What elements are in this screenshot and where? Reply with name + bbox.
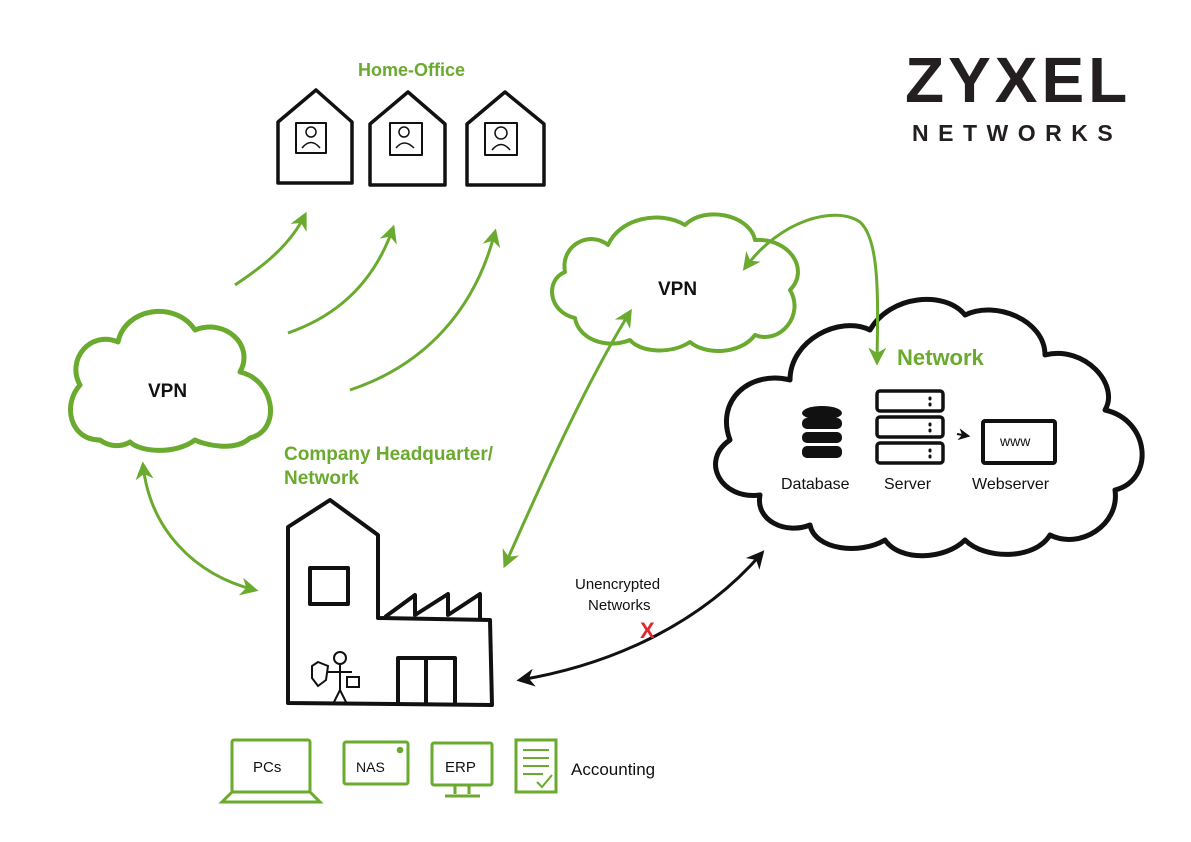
database-icon (802, 406, 842, 458)
house-icon (368, 90, 447, 187)
database-label: Database (781, 476, 850, 493)
person-icon (311, 651, 360, 705)
network-label: Network (897, 345, 984, 370)
cloud-icon (713, 296, 1145, 559)
server-icon (875, 389, 945, 465)
www-label: www (1000, 433, 1031, 449)
unencrypted-label-line1: Unencrypted (575, 576, 661, 593)
house-icon (276, 88, 354, 185)
home-office-label: Home-Office (358, 60, 466, 80)
arrow-icon (742, 213, 887, 366)
pcs-label: PCs (253, 759, 282, 776)
webserver-icon (981, 419, 1057, 465)
cloud-icon (550, 212, 800, 354)
document-icon (514, 738, 558, 794)
nas-label: NAS (356, 759, 385, 775)
hq-label-line1: Company Headquarter/ (284, 444, 494, 465)
webserver-label: Webserver (972, 476, 1050, 493)
factory-icon (286, 498, 494, 707)
arrow-icon (135, 461, 259, 596)
person-icon (301, 126, 511, 151)
arrow-icon (502, 308, 632, 569)
logo-subtitle: NETWORKS (912, 120, 1123, 146)
cloud-icon (68, 308, 273, 453)
arrow-icon (516, 550, 765, 687)
server-label: Server (884, 476, 932, 493)
laptop-icon (218, 738, 324, 804)
vpn-left-label: VPN (148, 381, 188, 402)
house-icon (465, 90, 546, 187)
nas-icon (342, 740, 410, 786)
arrow-icon (234, 211, 307, 287)
unencrypted-label-line2: Networks (588, 597, 651, 614)
x-mark-icon: X (640, 618, 655, 643)
vpn-top-label: VPN (658, 279, 698, 300)
accounting-label: Accounting (571, 760, 656, 779)
arrow-icon (956, 428, 971, 441)
arrow-icon (287, 224, 397, 335)
monitor-icon (430, 741, 494, 798)
erp-label: ERP (445, 759, 476, 776)
arrow-icon (349, 228, 501, 392)
hq-label-line2: Network (284, 468, 359, 489)
logo: ZYXEL (905, 44, 1132, 116)
